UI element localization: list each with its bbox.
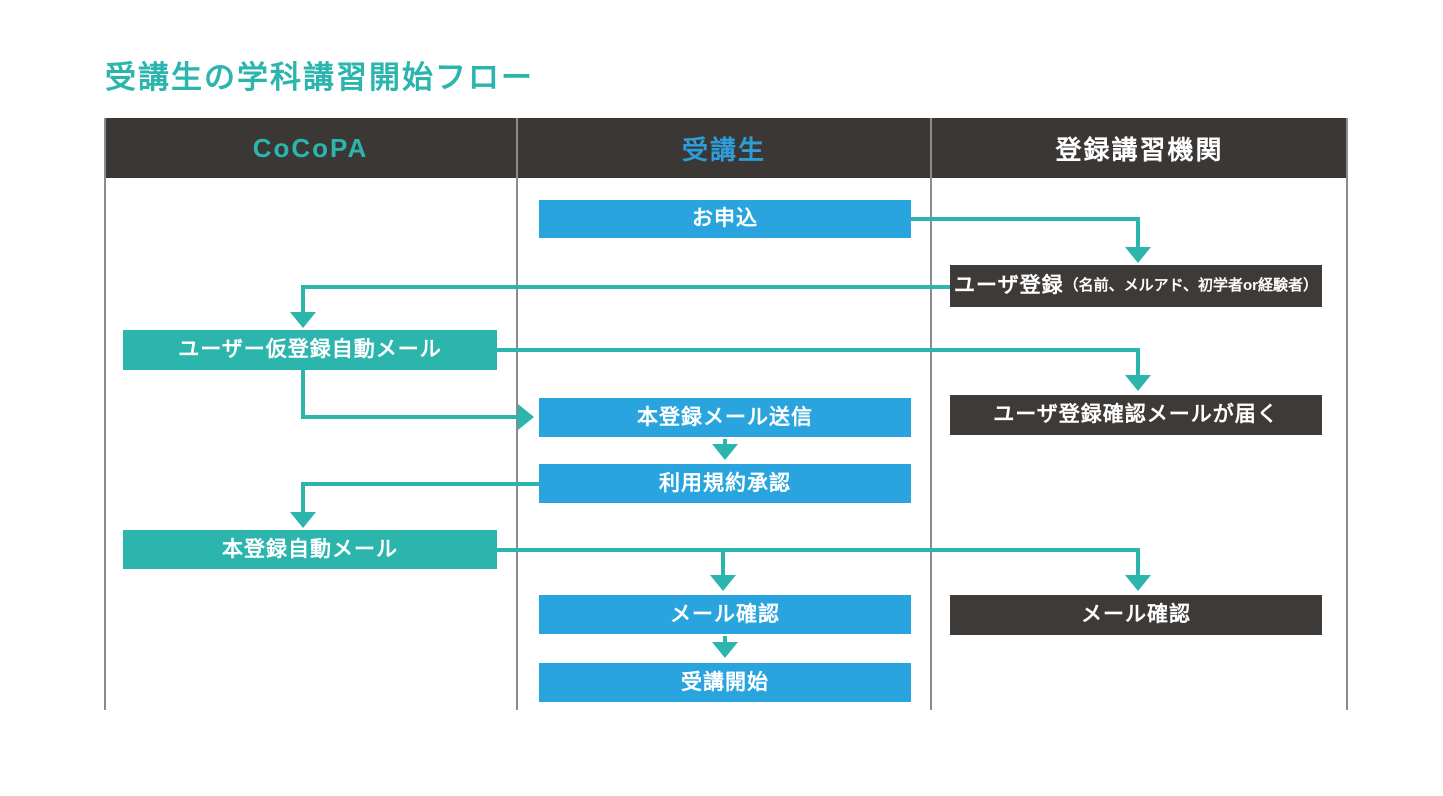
- flow-node-user-registration-detail: （名前、メルアド、初学者or経験者）: [1063, 276, 1318, 294]
- column-header-student: 受講生: [681, 134, 766, 165]
- flow-node-mail-confirm-institution: メール確認: [950, 595, 1322, 635]
- flow-node-apply: お申込: [539, 200, 911, 238]
- connector-apply-to-userreg: [911, 217, 1151, 263]
- column-header-cocopa: CoCoPA: [252, 132, 369, 163]
- connector-honmail-to-mailrt: [497, 548, 1151, 591]
- connector-kiyaku-to-honmail: [290, 482, 539, 528]
- flow-node-mail-confirm-student: メール確認: [539, 595, 911, 634]
- flow-node-registration-mail-send: 本登録メール送信: [539, 398, 911, 437]
- connector-karimail-to-honroku: [301, 370, 534, 430]
- table-border-left: [104, 118, 106, 710]
- page-title: 受講生の学科講習開始フロー: [105, 60, 534, 95]
- flow-node-course-start: 受講開始: [539, 663, 911, 702]
- connector-userreg-to-karimail: [290, 285, 950, 328]
- connector-karimail-to-regconfirm: [497, 348, 1151, 391]
- flow-node-temp-registration-automail: ユーザー仮登録自動メール: [123, 330, 497, 370]
- flow-node-user-registration-main: ユーザ登録: [954, 274, 1064, 298]
- flow-node-full-registration-automail: 本登録自動メール: [123, 530, 497, 569]
- flow-node-registration-confirm-mail: ユーザ登録確認メールが届く: [950, 395, 1322, 435]
- column-header-institution: 登録講習機関: [1055, 134, 1224, 165]
- column-divider-2: [930, 118, 932, 710]
- column-divider-1: [516, 118, 518, 710]
- swimlane-header-row: CoCoPA 受講生 登録講習機関: [104, 118, 1348, 178]
- flow-node-user-registration: ユーザ登録（名前、メルアド、初学者or経験者）: [950, 265, 1322, 307]
- table-border-right: [1346, 118, 1348, 710]
- flow-node-terms-approval: 利用規約承認: [539, 464, 911, 503]
